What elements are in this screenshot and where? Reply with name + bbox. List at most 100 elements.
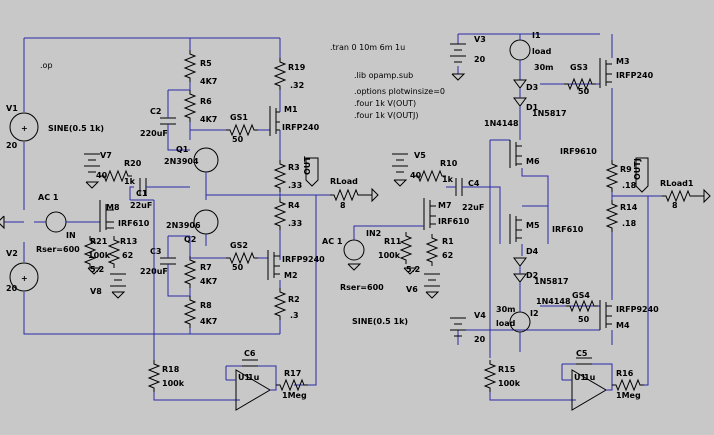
rload1-value: 8: [672, 201, 678, 210]
d4-diode: [513, 257, 527, 267]
r17-name: R17: [284, 369, 301, 378]
v1-name: V1: [6, 104, 18, 113]
v3-value: 20: [474, 55, 486, 64]
r4-value: .33: [288, 219, 302, 228]
d3-part: 1N4148: [484, 119, 519, 128]
options-directive: .options plotwinsize=0: [354, 87, 445, 96]
r20-name: R20: [124, 159, 142, 168]
m6-name: M6: [526, 157, 540, 166]
i1-name: I1: [532, 31, 541, 40]
r18-name: R18: [162, 365, 180, 374]
rload-name: RLoad: [330, 177, 358, 186]
v2-source-symbol: [9, 262, 39, 292]
rload-value: 8: [340, 201, 346, 210]
r16-value: 1Meg: [616, 391, 641, 400]
r20-value: 1k: [124, 177, 136, 186]
ground-symbol: [0, 215, 5, 230]
r5-value: 4K7: [200, 77, 217, 86]
m5-part: IRF610: [552, 225, 584, 234]
r2-value: .3: [290, 311, 299, 320]
c6-value: 1u: [248, 373, 260, 382]
v5-name: V5: [414, 151, 426, 160]
four-outj-directive: .four 1k V(OUTJ): [354, 111, 419, 120]
r16-name: R16: [616, 369, 634, 378]
op-directive: .op: [40, 61, 53, 70]
c2-value: 220uF: [140, 129, 168, 138]
r10-name: R10: [440, 159, 458, 168]
c5-value: 1u: [584, 373, 596, 382]
i1-type: load: [532, 47, 552, 56]
r17-value: 1Meg: [282, 391, 307, 400]
lib-directive: .lib opamp.sub: [354, 71, 413, 80]
m2-name: M2: [284, 271, 298, 280]
ac1-sine: SINE(0.5 1k): [48, 124, 104, 133]
r9-value: .18: [622, 181, 637, 190]
c6-name: C6: [244, 349, 256, 358]
ac1-rser: Rser=600: [36, 245, 80, 254]
r18-value: 100k: [162, 379, 185, 388]
v1-value: 20: [6, 141, 18, 150]
c3-name: C3: [150, 247, 161, 256]
svg-text:+: +: [21, 274, 28, 283]
v6-value: 5.2: [406, 265, 420, 274]
v4-value: 20: [474, 335, 486, 344]
d1-diode: [513, 97, 527, 107]
u1-right-name: U1: [574, 373, 586, 382]
ac1-right-rser: Rser=600: [340, 283, 384, 292]
m7-part: IRF610: [438, 217, 470, 226]
m4-part: IRFP9240: [616, 305, 659, 314]
gs1-value: 50: [232, 135, 244, 144]
r11-value: 100k: [378, 251, 401, 260]
r9-name: R9: [620, 165, 632, 174]
v6-name: V6: [406, 285, 418, 294]
u1-name: U1: [238, 373, 250, 382]
r8-name: R8: [200, 301, 212, 310]
gs2-value: 50: [232, 263, 244, 272]
c1-name: C1: [136, 189, 148, 198]
c4-name: C4: [468, 179, 480, 188]
m6-part: IRF9610: [560, 147, 597, 156]
m1-name: M1: [284, 105, 298, 114]
r1-value: 62: [442, 251, 453, 260]
v2-value: 20: [6, 284, 18, 293]
left-amplifier: + V1 20 + V2 20 .op AC 1 SINE(0.5 1k) Rs…: [0, 37, 379, 411]
r1-name: R1: [442, 237, 454, 246]
m8-name: M8: [106, 203, 120, 212]
u1-opamp-symbol: [235, 369, 271, 411]
out-net-label: OUT: [303, 156, 312, 175]
v5-value: 40: [410, 171, 422, 180]
outj-flag: [635, 157, 649, 193]
c5-name: C5: [576, 349, 588, 358]
r11-name: R11: [384, 237, 402, 246]
r6-name: R6: [200, 97, 212, 106]
ac1-right-sine: SINE(0.5 1k): [352, 317, 408, 326]
out-flag: [305, 157, 319, 187]
r21-value: 100k: [88, 251, 111, 260]
v8-value: 5.2: [90, 265, 104, 274]
d2-diode: [513, 273, 527, 283]
m8-part: IRF610: [118, 219, 150, 228]
r4-name: R4: [288, 201, 300, 210]
m5-name: M5: [526, 221, 540, 230]
q1-name: Q1: [176, 145, 189, 154]
r7-name: R7: [200, 263, 212, 272]
d1-name: D1: [526, 103, 539, 112]
gs1-name: GS1: [230, 113, 248, 122]
r13-name: R13: [120, 237, 137, 246]
right-amplifier: V5 40 R10 1k C4 22uF M7 IRF610 AC 1 IN2 …: [322, 31, 711, 411]
r10-value: 1k: [442, 175, 454, 184]
tran-directive: .tran 0 10m 6m 1u: [330, 43, 405, 52]
ac1-name: AC 1: [38, 193, 59, 202]
outj-net-label: OUTJ: [633, 158, 642, 180]
m7-name: M7: [438, 201, 452, 210]
spice-directives: .tran 0 10m 6m 1u .lib opamp.sub .option…: [330, 43, 445, 120]
m3-part: IRFP240: [616, 71, 654, 80]
ac1-source-symbol: [45, 211, 67, 233]
v7-name: V7: [100, 151, 112, 160]
c1-value: 22uF: [130, 201, 152, 210]
v4-name: V4: [474, 311, 486, 320]
r8-value: 4K7: [200, 317, 217, 326]
d2-part: 1N5817: [534, 277, 569, 286]
